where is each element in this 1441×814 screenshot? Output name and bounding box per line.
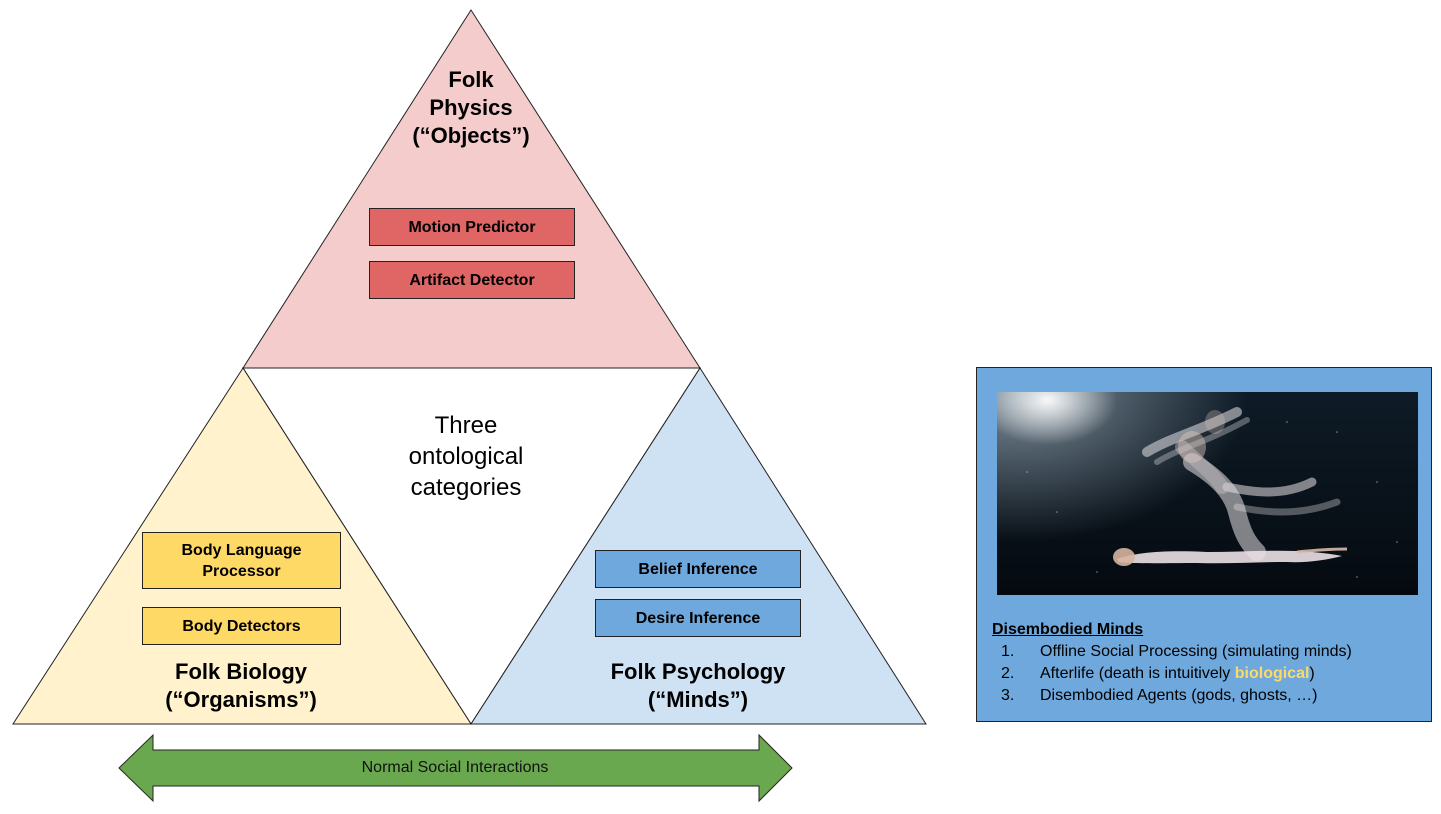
folk-physics-title-line3: (“Objects”) (412, 123, 530, 148)
folk-physics-title-line1: Folk (448, 67, 494, 92)
folk-psychology-title-line1: Folk Psychology (610, 659, 786, 684)
panel-heading: Disembodied Minds (992, 621, 1144, 638)
folk-psychology-triangle (470, 367, 927, 725)
center-caption-line1: Three (434, 412, 498, 439)
double-arrow (118, 733, 793, 803)
desire-inference-box: Desire Inference (595, 599, 801, 637)
list-item-number: 3. (1001, 687, 1015, 704)
body-language-processor-box: Body Language Processor (142, 532, 341, 589)
folk-physics-triangle (242, 9, 701, 369)
body-detectors-box: Body Detectors (142, 607, 341, 645)
list-item: 1. Offline Social Processing (simulating… (992, 641, 1422, 663)
floating-figure-illustration (1026, 407, 1398, 578)
center-caption-line2: ontological (408, 443, 524, 470)
list-item-text-after: ) (1309, 665, 1315, 682)
panel-text: Disembodied Minds 1. Offline Social Proc… (992, 619, 1422, 707)
arrow-label: Normal Social Interactions (361, 759, 549, 776)
disembodied-minds-panel: Disembodied Minds 1. Offline Social Proc… (976, 367, 1432, 722)
folk-biology-title: Folk Biology (“Organisms”) (121, 658, 361, 714)
list-item: 2. Afterlife (death is intuitively biolo… (992, 663, 1422, 685)
folk-psychology-title-line2: (“Minds”) (647, 687, 749, 712)
artifact-detector-box: Artifact Detector (369, 261, 575, 299)
motion-predictor-label: Motion Predictor (408, 218, 536, 236)
list-item: 3. Disembodied Agents (gods, ghosts, …) (992, 685, 1422, 707)
folk-biology-title-line2: (“Organisms”) (165, 687, 317, 712)
list-item-text: Disembodied Agents (gods, ghosts, …) (1040, 687, 1318, 704)
center-caption: Three ontological categories (366, 410, 566, 503)
body-detectors-label: Body Detectors (182, 617, 301, 635)
list-item-text: Afterlife (death is intuitively biologic… (1040, 663, 1315, 685)
list-item-text-before: Afterlife (death is intuitively (1040, 665, 1235, 682)
artifact-detector-label: Artifact Detector (409, 271, 535, 289)
folk-psychology-title: Folk Psychology (“Minds”) (568, 658, 828, 714)
motion-predictor-box: Motion Predictor (369, 208, 575, 246)
list-item-number: 2. (1001, 665, 1015, 682)
belief-inference-label: Belief Inference (638, 560, 758, 578)
desire-inference-label: Desire Inference (635, 609, 761, 627)
floating-figure-photo (997, 392, 1418, 595)
folk-biology-title-line1: Folk Biology (175, 659, 307, 684)
list-item-text: Offline Social Processing (simulating mi… (1040, 643, 1352, 660)
highlighted-word: biological (1234, 665, 1310, 682)
panel-list: 1. Offline Social Processing (simulating… (992, 641, 1422, 707)
list-item-number: 1. (1001, 643, 1015, 660)
center-caption-line3: categories (410, 474, 522, 501)
folk-physics-title-line2: Physics (429, 95, 513, 120)
folk-physics-title: Folk Physics (“Objects”) (371, 66, 571, 150)
belief-inference-box: Belief Inference (595, 550, 801, 588)
body-language-processor-label: Body Language Processor (181, 541, 302, 580)
